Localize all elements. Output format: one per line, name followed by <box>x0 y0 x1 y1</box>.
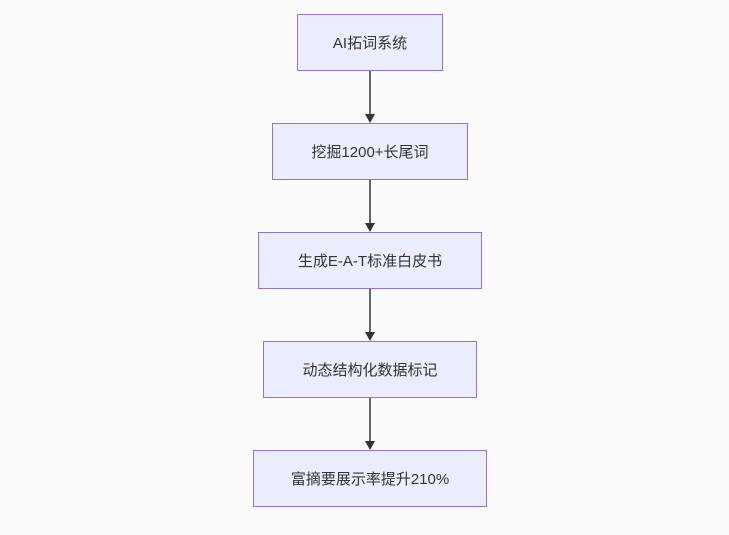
flow-node-label: 富摘要展示率提升210% <box>290 471 450 488</box>
arrow-line <box>369 180 371 223</box>
arrow-head-icon <box>365 332 375 341</box>
flow-node-label: AI拓词系统 <box>332 35 408 52</box>
flow-connector <box>364 180 376 232</box>
flow-node-eat-whitepaper: 生成E-A-T标准白皮书 <box>258 232 482 289</box>
flow-node-label: 生成E-A-T标准白皮书 <box>297 253 443 270</box>
arrow-head-icon <box>365 223 375 232</box>
arrow-head-icon <box>365 441 375 450</box>
arrow-line <box>369 289 371 332</box>
arrow-line <box>369 398 371 441</box>
flow-connector <box>364 71 376 123</box>
flow-node-label: 动态结构化数据标记 <box>302 362 438 379</box>
flow-node-structured-data-markup: 动态结构化数据标记 <box>263 341 477 398</box>
flow-node-rich-snippet-result: 富摘要展示率提升210% <box>253 450 487 507</box>
arrow-head-icon <box>365 114 375 123</box>
flow-connector <box>364 289 376 341</box>
flow-node-longtail-mining: 挖掘1200+长尾词 <box>272 123 468 180</box>
flow-node-label: 挖掘1200+长尾词 <box>311 144 429 161</box>
flow-connector <box>364 398 376 450</box>
flow-node-ai-word-expansion: AI拓词系统 <box>297 14 443 71</box>
arrow-line <box>369 71 371 114</box>
